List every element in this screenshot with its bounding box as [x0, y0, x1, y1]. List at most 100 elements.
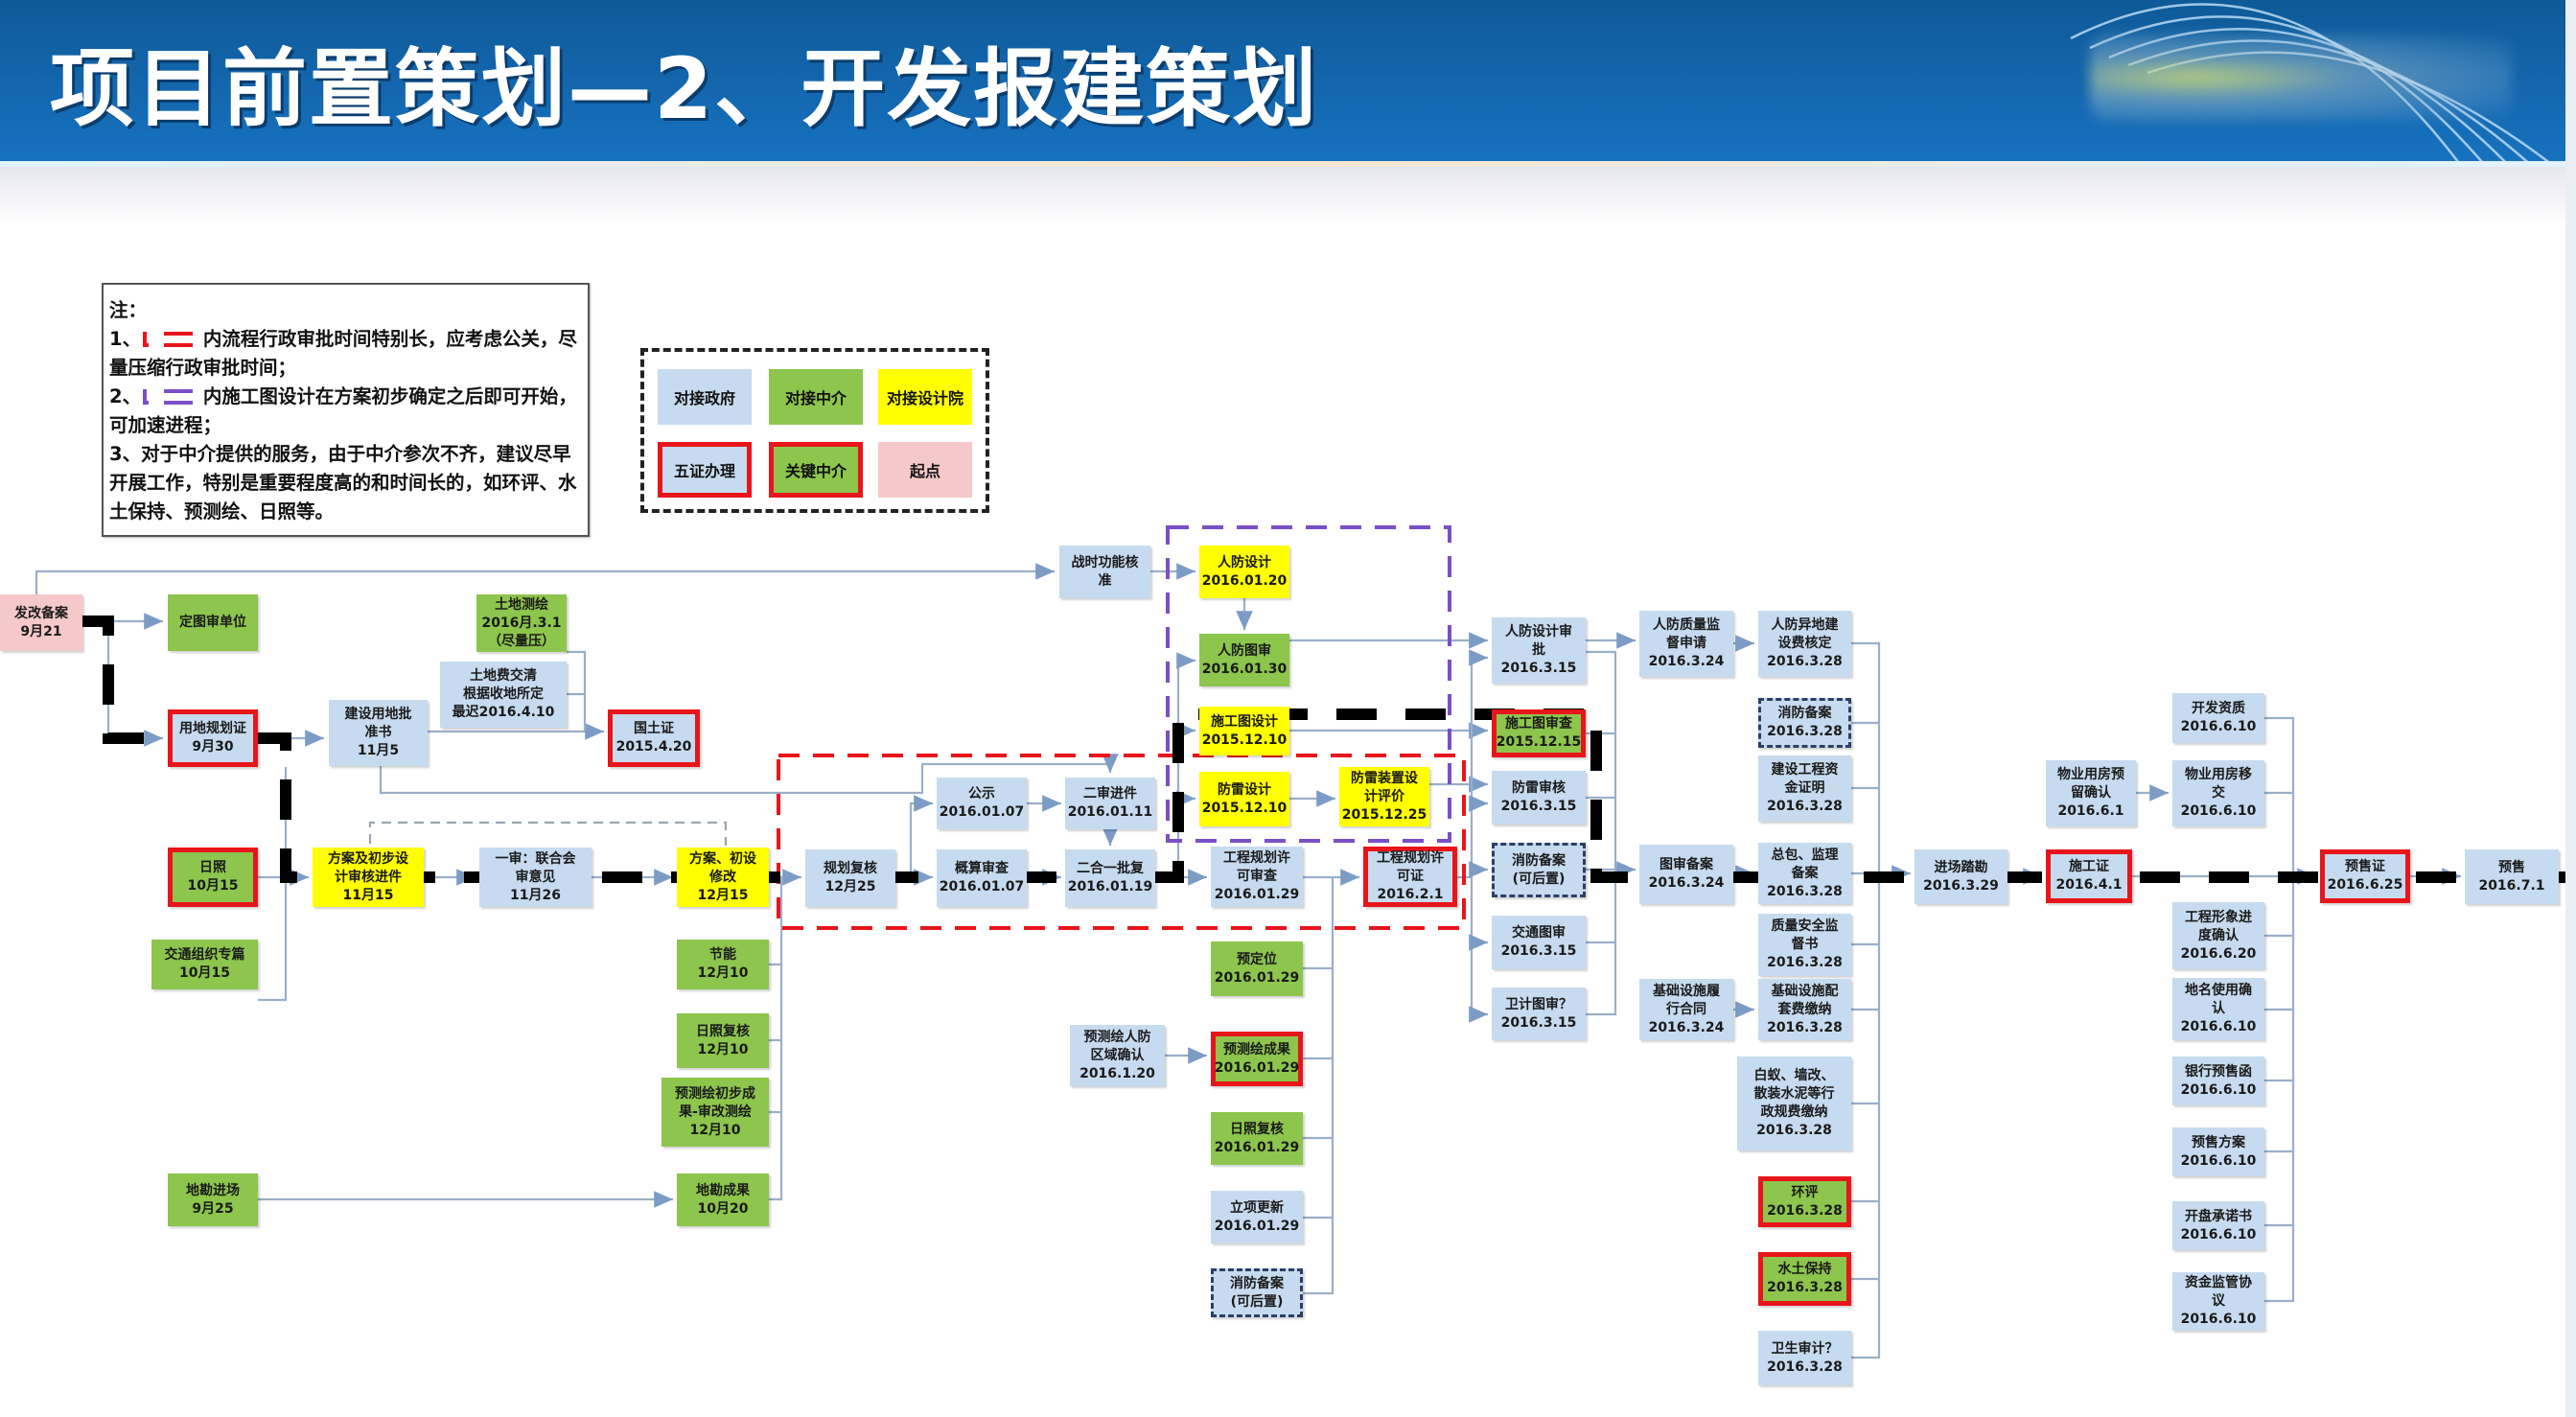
node-label: 图审备案	[1659, 857, 1713, 872]
connector	[1851, 641, 1881, 1359]
node-label: 准书	[364, 725, 392, 740]
node-label: 发改备案	[14, 605, 68, 621]
node-date: 2016.3.28	[1767, 955, 1843, 970]
node-label: 国土证	[634, 721, 674, 736]
header-divider	[0, 161, 2576, 167]
node-date: 2016.3.28	[1767, 654, 1843, 669]
node-label: 水土保持	[1777, 1262, 1832, 1277]
node-date: 2016.3.15	[1500, 799, 1577, 814]
node-label: 物业用房移	[2185, 767, 2252, 782]
node-date: 2015.12.10	[1201, 732, 1288, 748]
flow-node-huanping: 环评 2016.3.28	[1758, 1176, 1851, 1227]
node-date: 2016.6.10	[2180, 1226, 2257, 1243]
node-date: 2016.4.1	[2055, 877, 2123, 893]
node-label: 套费缴纳	[1777, 1001, 1832, 1017]
node-label: 日照	[199, 860, 226, 875]
node-label: 人防设计	[1218, 554, 1271, 570]
flow-node-tudi-fei: 土地费交清根据收地所定最迟2016.4.10	[440, 662, 567, 728]
node-label: 开发资质	[2192, 701, 2245, 716]
connector	[35, 563, 1055, 594]
node-label: 概算审查	[955, 861, 1009, 876]
node-label: 地名使用确	[2185, 983, 2252, 998]
connector	[567, 650, 587, 732]
node-date: 2016.01.29	[1214, 969, 1300, 986]
node-label: 基础设施配	[1771, 983, 1839, 999]
node-label: 环评	[1791, 1184, 1819, 1200]
node-label: (可后置)	[1230, 1293, 1284, 1310]
node-label: 人防异地建	[1771, 617, 1839, 633]
node-label: 预售证	[2345, 859, 2385, 874]
node-label: 计评价	[1364, 788, 1404, 804]
node-label: 定图审单位	[179, 615, 246, 630]
node-date: 2016.6.10	[2180, 1312, 2257, 1327]
node-label: 修改	[709, 869, 736, 885]
note-item-1-prefix: 1、	[109, 328, 142, 350]
node-label: 散装水泥等行	[1753, 1086, 1835, 1102]
node-label: 施工证	[2069, 859, 2109, 874]
node-label: 备案	[1791, 865, 1819, 881]
node-date: 2016.3.15	[1500, 1014, 1577, 1031]
flow-node-rizhao: 日照 10月15	[168, 848, 258, 907]
node-label: 根据收地所定	[463, 686, 544, 702]
node-date: 2016.01.19	[1067, 879, 1153, 894]
node-date: 10月15	[187, 878, 239, 894]
node-label: 审意见	[515, 869, 556, 885]
node-date: 12月10	[689, 1122, 741, 1138]
node-date: 12月10	[697, 1041, 749, 1057]
node-label: （尽量压）	[488, 633, 555, 649]
connector	[258, 767, 288, 1002]
node-label: 区域确认	[1090, 1047, 1145, 1063]
node-label: 交通图审	[1512, 925, 1566, 941]
note-item-2-text: 内施工图设计在方案初步确定之后即可开始，可加速进程；	[109, 385, 577, 436]
node-date: 2016.3.29	[1923, 877, 1999, 894]
node-date: 2016.6.25	[2327, 877, 2403, 893]
node-label: 议	[2212, 1293, 2225, 1309]
node-label: 土地测绘	[495, 596, 548, 613]
node-label: 质量安全监	[1771, 918, 1839, 934]
legend-five-certificates: 五证办理	[658, 442, 752, 498]
page-title: 项目前置策划—2、开发报建策划	[50, 39, 1319, 138]
node-label: 留确认	[2071, 785, 2111, 801]
node-label: 用地规划证	[179, 721, 246, 736]
note-item-2-prefix: 2、	[109, 385, 142, 407]
node-label: 方案、初设	[689, 850, 756, 867]
critical-path	[82, 616, 168, 744]
flow-node-weiji: 卫计图审？2016.3.15	[1492, 987, 1586, 1040]
node-date: 2016.6.1	[2057, 803, 2124, 819]
color-legend: 对接政府 对接中介 对接设计院 五证办理 关键中介 起点	[640, 348, 989, 513]
feedback-connector	[368, 821, 728, 846]
node-date: 2016.3.28	[1767, 724, 1843, 739]
flow-node-tushen-beian: 图审备案 2016.3.24	[1639, 845, 1733, 904]
legend-agency: 对接中介	[769, 369, 863, 425]
node-date: 2016.3.28	[1767, 1202, 1843, 1219]
node-date: 2016.3.24	[1648, 875, 1725, 891]
node-label: 人防设计审	[1505, 624, 1572, 639]
node-label: 消防备案	[1777, 706, 1832, 721]
connector	[909, 795, 933, 877]
flow-node-weisheng: 卫生审计？2016.3.28	[1758, 1331, 1851, 1385]
node-label: 果-审改测绘	[679, 1103, 752, 1120]
note-item-3: 3、对于中介提供的服务，由于中介参次不齐，建议尽早开展工作，特别是重要程度高的和…	[109, 443, 577, 523]
node-date: 2016.6.10	[2180, 803, 2257, 819]
note-item-1-text: 内流程行政审批时间特别长，应考虑公关，尽量压缩行政审批时间；	[109, 328, 577, 379]
